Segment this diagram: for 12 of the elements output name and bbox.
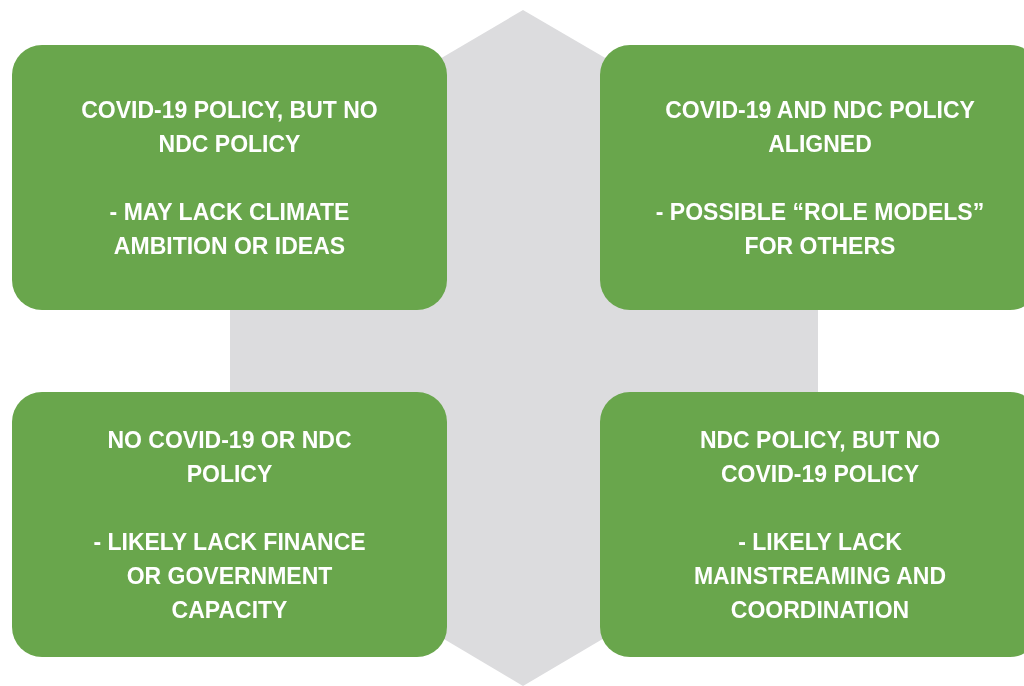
quadrant-box xyxy=(600,45,1024,310)
box-heading: NDC POLICY, BUT NO COVID-19 POLICY xyxy=(698,425,942,489)
box-note: - MAY LACK CLIMATE AMBITION OR IDEAS xyxy=(108,197,351,261)
box-note: - LIKELY LACK MAINSTREAMING AND COORDINATION xyxy=(692,527,948,625)
box-heading: COVID-19 AND NDC POLICY ALIGNED xyxy=(664,95,976,159)
quadrant-box xyxy=(12,392,447,657)
box-note: - POSSIBLE “ROLE MODELS” FOR OTHERS xyxy=(654,197,986,261)
quadrant-box xyxy=(12,45,447,310)
box-heading: COVID-19 POLICY, BUT NO NDC POLICY xyxy=(80,95,379,159)
box-note: - LIKELY LACK FINANCE OR GOVERNMENT CAPACITY xyxy=(92,527,367,625)
box-heading: NO COVID-19 OR NDC POLICY xyxy=(106,425,353,489)
quadrant-box xyxy=(600,392,1024,657)
